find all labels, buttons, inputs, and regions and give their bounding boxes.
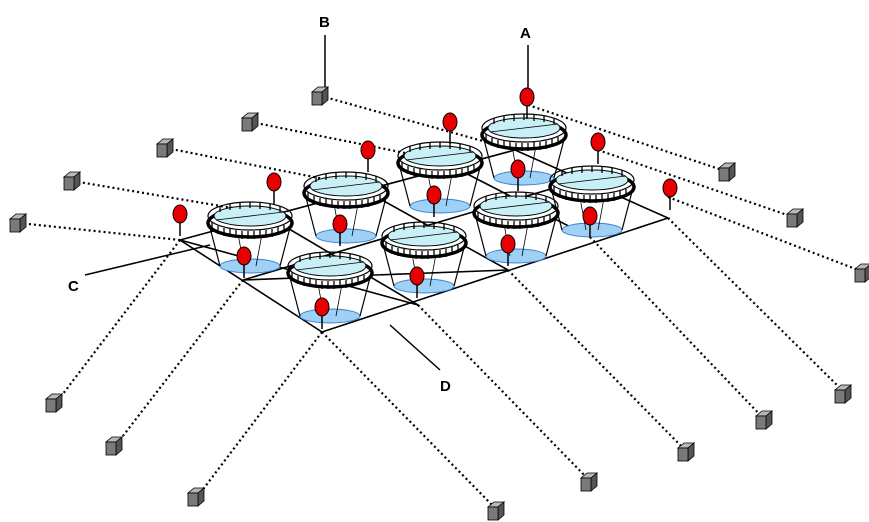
anchor-block xyxy=(63,171,81,191)
cage xyxy=(302,170,390,245)
anchor-block xyxy=(854,263,869,283)
net-cages xyxy=(206,112,636,325)
anchor-block xyxy=(9,213,27,233)
anchor-block xyxy=(834,384,852,404)
label-b: B xyxy=(319,14,330,31)
leader-lines xyxy=(84,35,529,371)
anchor-block xyxy=(487,501,505,521)
anchor-block xyxy=(105,436,123,456)
anchor-block xyxy=(755,410,773,430)
anchor-block xyxy=(45,393,63,413)
anchor-block xyxy=(786,208,804,228)
anchor-block xyxy=(156,138,174,158)
buoy xyxy=(590,132,606,165)
anchor-block xyxy=(241,112,259,132)
buoy xyxy=(442,112,458,145)
buoy xyxy=(662,178,678,211)
buoy xyxy=(360,140,376,173)
cage xyxy=(472,190,560,265)
cage xyxy=(206,200,294,275)
mooring-lines xyxy=(18,94,867,511)
buoy xyxy=(172,204,188,237)
label-d: D xyxy=(440,378,451,395)
anchor-block xyxy=(677,442,695,462)
anchor-block xyxy=(187,487,205,507)
buoy xyxy=(314,297,330,330)
label-a: A xyxy=(520,25,531,42)
label-c: C xyxy=(68,278,79,295)
buoy xyxy=(266,172,282,205)
anchor-block xyxy=(718,162,736,182)
anchor-block xyxy=(580,472,598,492)
cage xyxy=(380,220,468,295)
buoy xyxy=(510,159,526,192)
cage xyxy=(548,164,636,239)
anchor-block xyxy=(311,86,329,106)
cage xyxy=(286,250,374,325)
